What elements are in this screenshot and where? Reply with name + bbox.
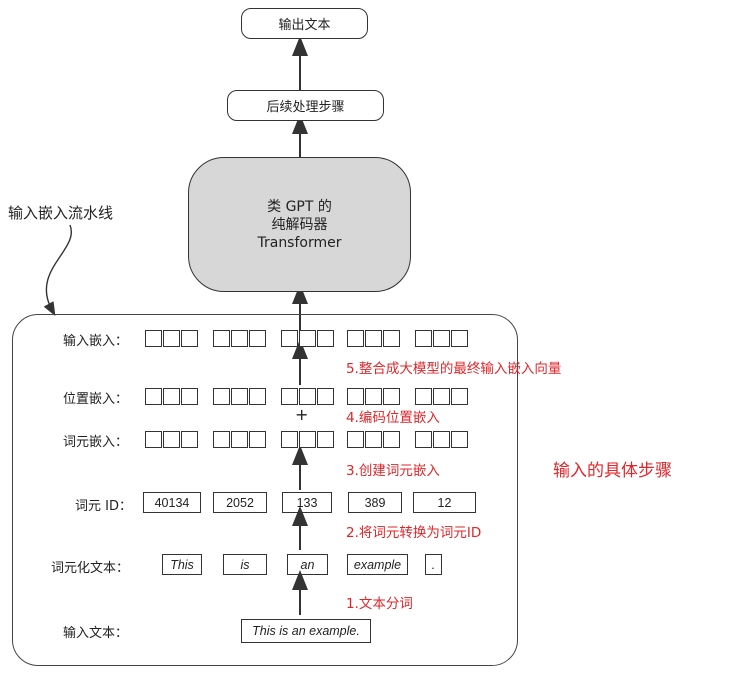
- input-embedding-vector: [145, 330, 198, 347]
- vector-cell: [451, 431, 468, 448]
- vector-cell: [383, 388, 400, 405]
- vector-cell: [249, 431, 266, 448]
- vector-cell: [365, 388, 382, 405]
- vector-cell: [213, 388, 230, 405]
- vector-cell: [281, 388, 298, 405]
- vector-cell: [163, 431, 180, 448]
- token-box: example: [347, 554, 408, 575]
- vector-cell: [383, 431, 400, 448]
- transformer-line-3: Transformer: [257, 234, 342, 251]
- row-label-token-ids: 词元 ID：: [75, 499, 132, 514]
- vector-cell: [281, 330, 298, 347]
- row-label-tokenized-text: 词元化文本：: [51, 561, 130, 576]
- post-processing-label: 后续处理步骤: [266, 100, 345, 115]
- input-embedding-vector: [415, 330, 468, 347]
- token-id-box: 2052: [213, 492, 267, 513]
- step-4-annotation: 4.编码位置嵌入: [346, 410, 440, 426]
- output-text-label: 输出文本: [278, 18, 331, 33]
- row-label-input-embedding: 输入嵌入：: [63, 334, 129, 349]
- step-5-annotation: 5.整合成大模型的最终输入嵌入向量: [346, 361, 562, 377]
- vector-cell: [299, 431, 316, 448]
- vector-cell: [451, 330, 468, 347]
- token-embedding-vector: [415, 431, 468, 448]
- vector-cell: [347, 431, 364, 448]
- step-1-annotation: 1.文本分词: [346, 596, 413, 612]
- vector-cell: [347, 388, 364, 405]
- position-embedding-vector: [145, 388, 198, 405]
- position-embedding-vector: [347, 388, 400, 405]
- vector-cell: [163, 330, 180, 347]
- plus-sign: +: [295, 405, 309, 424]
- token-embedding-vector: [213, 431, 266, 448]
- input-embedding-vector: [347, 330, 400, 347]
- pipeline-label: 输入嵌入流水线: [8, 204, 114, 222]
- vector-cell: [347, 330, 364, 347]
- input-sentence-box: This is an example.: [241, 619, 371, 643]
- vector-cell: [317, 330, 334, 347]
- row-label-token-embedding: 词元嵌入：: [63, 435, 129, 450]
- vector-cell: [433, 431, 450, 448]
- token-id-box: 12: [413, 492, 476, 513]
- token-box: .: [425, 554, 442, 575]
- transformer-line-2: 纯解码器: [271, 216, 328, 233]
- vector-cell: [281, 431, 298, 448]
- output-text-box: 输出文本: [241, 8, 368, 39]
- vector-cell: [415, 388, 432, 405]
- vector-cell: [365, 431, 382, 448]
- vector-cell: [163, 388, 180, 405]
- token-box: an: [287, 554, 328, 575]
- vector-cell: [249, 330, 266, 347]
- vector-cell: [231, 388, 248, 405]
- vector-cell: [299, 330, 316, 347]
- step-3-annotation: 3.创建词元嵌入: [346, 463, 440, 479]
- vector-cell: [433, 388, 450, 405]
- side-title: 输入的具体步骤: [553, 461, 672, 481]
- vector-cell: [317, 431, 334, 448]
- pipeline-pointer-curve: [43, 224, 73, 317]
- position-embedding-vector: [213, 388, 266, 405]
- row-label-input-text: 输入文本：: [63, 626, 129, 641]
- vector-cell: [213, 431, 230, 448]
- vector-cell: [181, 431, 198, 448]
- step-2-annotation: 2.将词元转换为词元ID: [346, 525, 482, 541]
- vector-cell: [181, 388, 198, 405]
- vector-cell: [231, 431, 248, 448]
- vector-cell: [383, 330, 400, 347]
- post-processing-box: 后续处理步骤: [227, 90, 384, 121]
- vector-cell: [365, 330, 382, 347]
- vector-cell: [249, 388, 266, 405]
- vector-cell: [317, 388, 334, 405]
- vector-cell: [213, 330, 230, 347]
- vector-cell: [299, 388, 316, 405]
- input-embedding-vector: [213, 330, 266, 347]
- token-box: is: [223, 554, 267, 575]
- transformer-box: 类 GPT 的 纯解码器 Transformer: [188, 157, 411, 292]
- token-box: This: [162, 554, 202, 575]
- position-embedding-vector: [281, 388, 334, 405]
- token-id-box: 389: [348, 492, 402, 513]
- vector-cell: [145, 330, 162, 347]
- token-embedding-vector: [145, 431, 198, 448]
- token-embedding-vector: [281, 431, 334, 448]
- vector-cell: [415, 330, 432, 347]
- row-label-position-embedding: 位置嵌入：: [63, 392, 129, 407]
- token-id-box: 40134: [143, 492, 201, 513]
- token-embedding-vector: [347, 431, 400, 448]
- vector-cell: [145, 388, 162, 405]
- token-id-box: 133: [282, 492, 332, 513]
- vector-cell: [231, 330, 248, 347]
- vector-cell: [145, 431, 162, 448]
- vector-cell: [451, 388, 468, 405]
- vector-cell: [181, 330, 198, 347]
- vector-cell: [415, 431, 432, 448]
- position-embedding-vector: [415, 388, 468, 405]
- input-embedding-vector: [281, 330, 334, 347]
- transformer-line-1: 类 GPT 的: [267, 198, 332, 215]
- input-embedding-pipeline-panel: [12, 314, 518, 666]
- vector-cell: [433, 330, 450, 347]
